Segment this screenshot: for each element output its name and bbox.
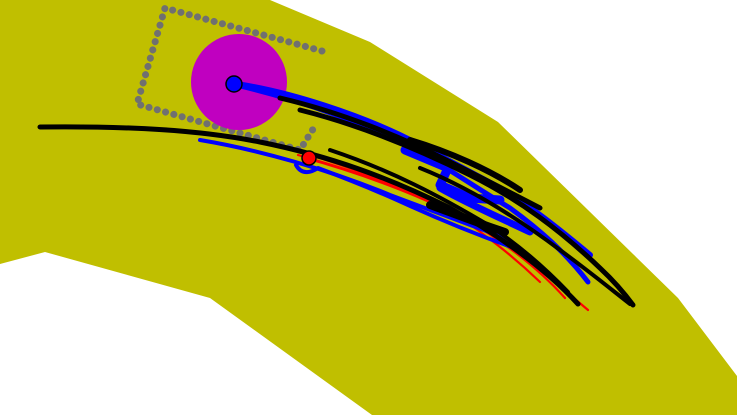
waypoint-outline <box>132 3 326 155</box>
marker-dot-icon <box>301 150 317 166</box>
ego-path <box>294 163 522 252</box>
ego-path <box>436 184 534 236</box>
waypoint-path <box>132 3 326 155</box>
ghost-trajectories <box>37 95 636 308</box>
ghost-path <box>277 95 543 211</box>
ghost-path <box>37 124 581 307</box>
ghost-path <box>297 107 636 308</box>
ghost-path <box>407 137 523 193</box>
ghost-path <box>418 166 632 306</box>
ghost-path <box>426 201 509 236</box>
agent-dot-icon <box>225 75 243 93</box>
